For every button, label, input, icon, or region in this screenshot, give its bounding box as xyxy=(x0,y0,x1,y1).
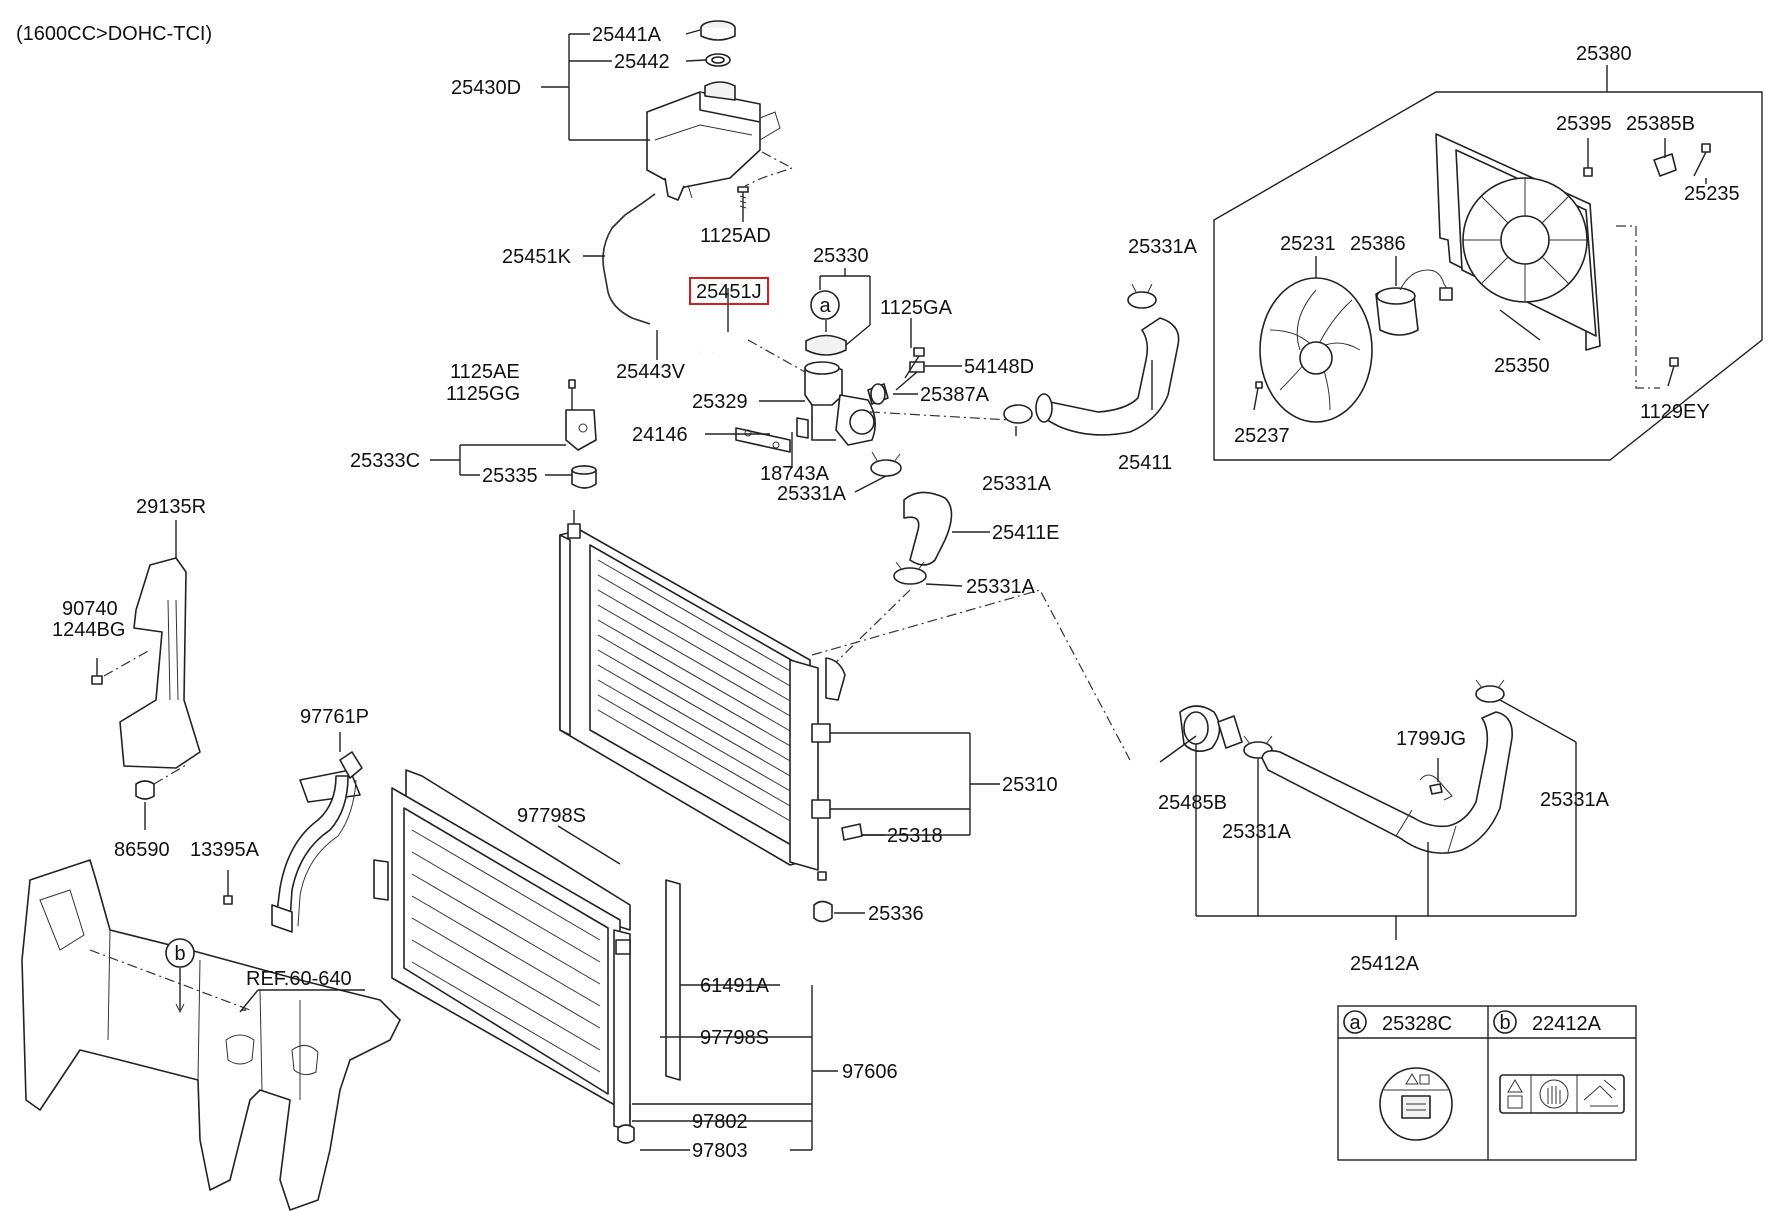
label-25451j: 25451J xyxy=(696,281,762,303)
callout-a-marker-1: a xyxy=(819,295,831,317)
legend-part-b: 22412A xyxy=(1532,1013,1602,1035)
label-25336: 25336 xyxy=(868,903,924,925)
legend-table: a 25328C b 22412A xyxy=(1337,1005,1637,1161)
label-86590: 86590 xyxy=(114,839,170,861)
label-1799jg: 1799JG xyxy=(1396,728,1466,750)
mount-bracket-group xyxy=(430,379,597,489)
label-18743a: 18743A xyxy=(760,463,830,485)
legend-marker-b: b xyxy=(1499,1012,1510,1034)
label-61491a: 61491A xyxy=(700,975,770,997)
upper-hose-group xyxy=(1003,283,1180,436)
label-1125gg: 1125GG xyxy=(446,383,520,405)
label-25412a: 25412A xyxy=(1350,953,1420,975)
fan-shroud-group xyxy=(1213,65,1763,461)
condenser-part xyxy=(373,769,838,1151)
label-54148d: 54148D xyxy=(964,356,1034,378)
label-97803: 97803 xyxy=(692,1140,748,1162)
label-25231: 25231 xyxy=(1280,233,1336,255)
label-25310: 25310 xyxy=(1002,774,1058,796)
reservoir-group xyxy=(602,20,806,373)
label-25335: 25335 xyxy=(482,465,538,487)
outlet-group: a xyxy=(705,268,1011,493)
legend-part-a: 25328C xyxy=(1382,1013,1452,1035)
highlight-box-25451j xyxy=(689,277,769,305)
bolt-1125ad-part xyxy=(737,186,749,212)
label-25330: 25330 xyxy=(813,245,869,267)
ac-pipe-part xyxy=(223,732,363,933)
label-ref-60-640: REF.60-640 xyxy=(246,968,352,990)
label-25331a-hose-right: 25331A xyxy=(1540,789,1610,811)
label-25380: 25380 xyxy=(1576,43,1632,65)
hose-25451k-part xyxy=(602,193,656,325)
label-25430d: 25430D xyxy=(451,77,521,99)
label-25385b: 25385B xyxy=(1626,113,1695,135)
label-25442: 25442 xyxy=(614,51,670,73)
label-25485b: 25485B xyxy=(1158,792,1227,814)
label-25318: 25318 xyxy=(887,825,943,847)
callout-b-marker-1: b xyxy=(174,943,185,965)
label-25443v: 25443V xyxy=(616,361,686,383)
lower-hose-group xyxy=(1159,679,1577,940)
label-25331a-outlet: 25331A xyxy=(777,483,847,505)
warning-label-image xyxy=(1499,1074,1625,1114)
label-25411: 25411 xyxy=(1118,452,1172,474)
reservoir-leaders xyxy=(541,29,744,360)
air-guard-part xyxy=(91,520,201,830)
label-25331a-lower: 25331A xyxy=(966,576,1036,598)
cap-gasket-part xyxy=(705,53,731,67)
label-1244bg: 1244BG xyxy=(52,619,125,641)
label-1129ey: 1129EY xyxy=(1640,401,1710,423)
reservoir-cap-part xyxy=(700,20,736,41)
label-97761p: 97761P xyxy=(300,706,369,728)
label-97606: 97606 xyxy=(842,1061,898,1083)
callout-b-circle-1 xyxy=(165,938,195,968)
label-13395a: 13395A xyxy=(190,839,260,861)
radiator-part xyxy=(559,510,1131,923)
label-25237: 25237 xyxy=(1234,425,1290,447)
label-1125ae: 1125AE xyxy=(450,361,520,383)
label-24146: 24146 xyxy=(632,424,688,446)
label-97798s-seal: 97798S xyxy=(517,805,586,827)
label-25395: 25395 xyxy=(1556,113,1612,135)
label-25386: 25386 xyxy=(1350,233,1406,255)
label-25329: 25329 xyxy=(692,391,748,413)
warning-cap-label-image xyxy=(1379,1067,1453,1141)
label-97798s-strip: 97798S xyxy=(700,1027,769,1049)
engine-spec-header: (1600CC>DOHC-TCI) xyxy=(16,23,212,45)
legend-marker-a: a xyxy=(1349,1012,1361,1034)
label-97802: 97802 xyxy=(692,1111,748,1133)
label-29135r: 29135R xyxy=(136,496,206,518)
label-25333c: 25333C xyxy=(350,450,420,472)
part-labels: 25441A 25442 25430D 1125AD 25451K 25451J… xyxy=(52,24,1740,1162)
reservoir-tank-part xyxy=(646,81,781,201)
label-1125ga: 1125GA xyxy=(880,297,953,319)
label-25441a: 25441A xyxy=(592,24,662,46)
label-25235: 25235 xyxy=(1684,183,1740,205)
body-frame-part xyxy=(21,859,401,1211)
label-25387a: 25387A xyxy=(920,384,990,406)
label-1125ad: 1125AD xyxy=(700,225,771,247)
label-25331a-upper-right: 25331A xyxy=(1128,236,1198,258)
short-hose-group xyxy=(829,491,990,680)
label-25350: 25350 xyxy=(1494,355,1550,377)
label-25331a-upper-left: 25331A xyxy=(982,473,1052,495)
label-25451k: 25451K xyxy=(502,246,572,268)
label-25331a-hose-left: 25331A xyxy=(1222,821,1292,843)
label-90740: 90740 xyxy=(62,598,118,620)
label-25411e: 25411E xyxy=(992,522,1059,544)
